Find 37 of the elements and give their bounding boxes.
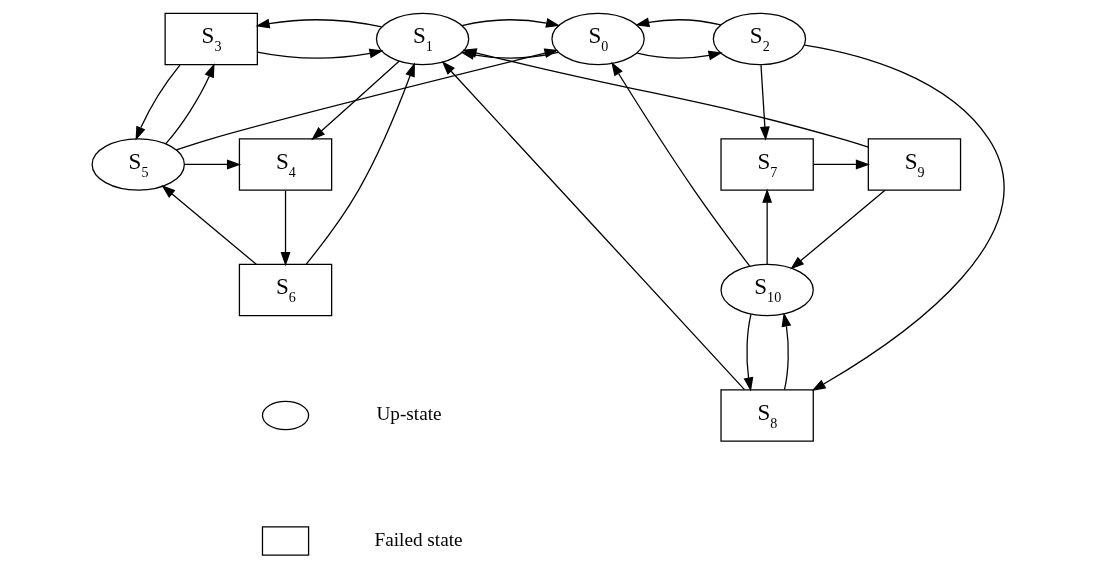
arrow: [310, 60, 400, 141]
arrow: [759, 64, 770, 141]
arrow: [160, 185, 257, 265]
arrow: [460, 18, 560, 28]
node-ellipse: S$_{1}$: [375, 12, 469, 66]
arrow: [634, 17, 721, 28]
legend-label: Up-state: [375, 403, 442, 425]
node-ellipse: S$_{5}$: [91, 138, 185, 191]
arrow: [636, 50, 723, 61]
node-ellipse: S$_{2}$: [712, 12, 806, 66]
node-ellipse: S$_{10}$: [719, 263, 814, 317]
arrow: [789, 189, 886, 270]
arrow: [305, 62, 415, 265]
arrow: [183, 159, 241, 170]
node-circle: [261, 400, 309, 431]
arrow: [610, 61, 750, 267]
node-ellipse: S$_{0}$: [550, 12, 645, 66]
arrow: [812, 159, 870, 170]
arrow: [743, 313, 753, 392]
node-box: S$_{8}$: [719, 389, 814, 442]
arrow: [781, 312, 791, 391]
node-box: S$_{6}$: [238, 263, 332, 317]
arrow: [280, 190, 290, 267]
node-box: [261, 526, 309, 556]
node-box: S$_{4}$: [238, 138, 332, 191]
legend-label: Failed state: [374, 528, 463, 550]
node-box: S$_{3}$: [164, 12, 258, 66]
arrow: [803, 44, 1005, 391]
arrow: [441, 61, 745, 391]
node-box: S$_{7}$: [719, 138, 814, 191]
arrow: [462, 48, 869, 148]
arrow: [256, 48, 384, 59]
arrow: [255, 18, 382, 29]
arrow: [164, 63, 215, 145]
node-box: S$_{9}$: [867, 138, 961, 191]
arrow: [135, 64, 181, 141]
arrow: [761, 188, 772, 265]
